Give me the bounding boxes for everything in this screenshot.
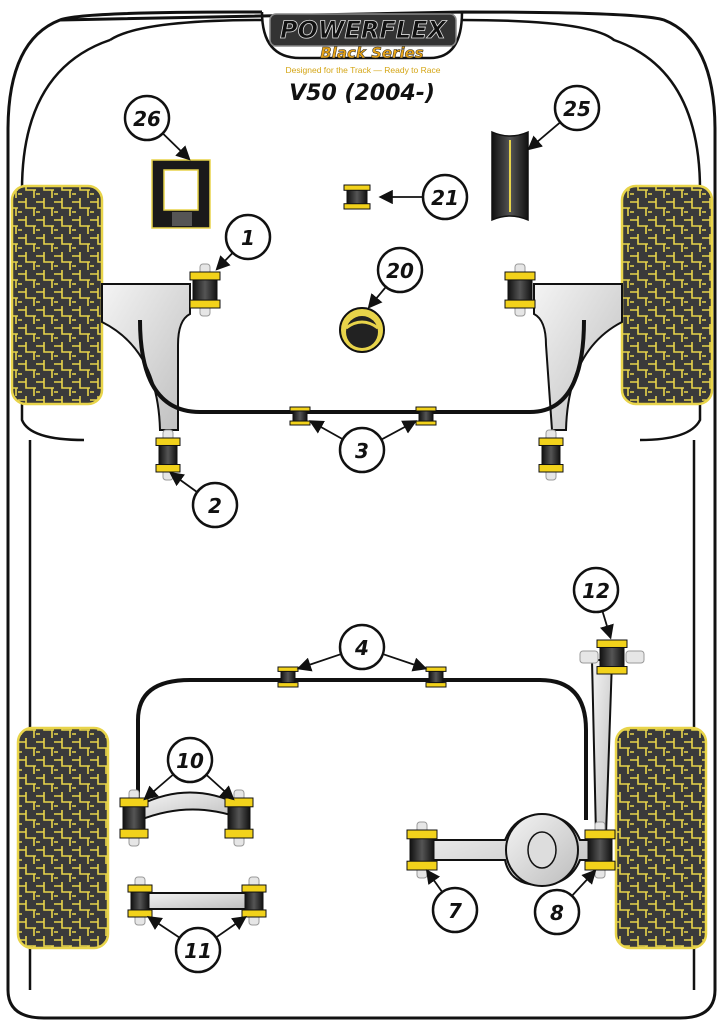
callout-number: 3 bbox=[355, 439, 369, 463]
callout-number: 20 bbox=[386, 259, 414, 283]
callout-12: 12 bbox=[572, 566, 620, 640]
bush-7 bbox=[406, 821, 438, 879]
engine-mount-26 bbox=[151, 159, 211, 229]
engine-mount-25 bbox=[491, 130, 529, 222]
tyre-front-right bbox=[620, 184, 714, 406]
powerflex-logo: POWERFLEX Black Series Designed for the … bbox=[269, 13, 457, 75]
callout-26: 26 bbox=[123, 94, 191, 161]
callout-circle bbox=[533, 888, 581, 936]
svg-text:Designed for the Track — Ready: Designed for the Track — Ready to Race bbox=[286, 65, 441, 75]
callout-21: 21 bbox=[378, 173, 469, 221]
callout-arrow bbox=[527, 121, 561, 151]
callout-4: 4 bbox=[296, 623, 428, 672]
page-title: V50 (2004-) bbox=[289, 81, 435, 106]
callout-circle bbox=[166, 736, 214, 784]
callout-arrow bbox=[308, 420, 344, 441]
callout-circle bbox=[572, 566, 620, 614]
bush-3-left bbox=[289, 406, 311, 426]
callout-number: 21 bbox=[431, 186, 459, 210]
callout-arrow bbox=[296, 653, 342, 672]
bush-12-stud-left bbox=[579, 650, 599, 664]
callout-3: 3 bbox=[308, 420, 418, 474]
bush-11-left bbox=[127, 876, 153, 926]
svg-text:Black Series: Black Series bbox=[320, 44, 423, 62]
callout-circle bbox=[191, 481, 239, 529]
callout-circle bbox=[224, 213, 272, 261]
callout-number: 12 bbox=[582, 579, 610, 603]
bush-2-right bbox=[538, 429, 564, 481]
callout-number: 7 bbox=[448, 899, 462, 923]
bush-12 bbox=[596, 639, 628, 675]
callout-circle bbox=[123, 94, 171, 142]
callout-number: 2 bbox=[208, 494, 222, 518]
callout-20: 20 bbox=[367, 246, 424, 309]
callout-1: 1 bbox=[215, 213, 272, 271]
callout-25: 25 bbox=[527, 84, 601, 151]
callout-arrow bbox=[380, 420, 418, 441]
bush-10-left bbox=[119, 789, 149, 847]
front-anti-roll-bar bbox=[138, 319, 586, 414]
car-body-outline bbox=[6, 10, 717, 1020]
callout-circle bbox=[338, 623, 386, 671]
callout-arrow bbox=[382, 653, 428, 672]
rear-anti-roll-bar bbox=[136, 678, 588, 820]
engine-mount-20 bbox=[339, 307, 385, 353]
bush-4-left bbox=[277, 666, 299, 688]
callout-arrow bbox=[215, 252, 234, 271]
callout-circle bbox=[376, 246, 424, 294]
front-left-wishbone bbox=[101, 283, 191, 431]
callout-number: 26 bbox=[133, 107, 161, 131]
bush-12-stud-right bbox=[625, 650, 645, 664]
callout-circle bbox=[421, 173, 469, 221]
callout-8: 8 bbox=[533, 869, 597, 936]
tyre-rear-right bbox=[614, 726, 708, 950]
bush-4-right bbox=[425, 666, 447, 688]
callout-7: 7 bbox=[425, 869, 479, 934]
callout-arrow bbox=[205, 774, 235, 801]
callout-circle bbox=[174, 926, 222, 974]
bush-1-right bbox=[504, 263, 536, 317]
svg-text:POWERFLEX: POWERFLEX bbox=[280, 16, 447, 44]
callout-arrow bbox=[215, 915, 247, 939]
bush-3-right bbox=[415, 406, 437, 426]
front-right-wishbone bbox=[533, 283, 623, 431]
callout-number: 8 bbox=[550, 901, 564, 925]
callout-arrow bbox=[169, 471, 198, 493]
callout-arrow bbox=[367, 286, 387, 309]
callout-number: 4 bbox=[354, 636, 369, 660]
bush-11-right bbox=[241, 876, 267, 926]
car-inner-outline bbox=[20, 18, 702, 442]
bush-10-right bbox=[224, 789, 254, 847]
hub-bore bbox=[527, 831, 557, 869]
logo-bumper bbox=[260, 11, 464, 60]
callout-circle bbox=[338, 426, 386, 474]
bush-21 bbox=[343, 184, 371, 210]
tyre-rear-left bbox=[16, 726, 110, 950]
rear-tie-bar bbox=[590, 659, 614, 836]
callout-number: 11 bbox=[184, 939, 212, 963]
callout-arrow bbox=[571, 869, 597, 897]
rear-lower-link bbox=[139, 892, 251, 910]
callout-2: 2 bbox=[169, 471, 239, 529]
bush-8 bbox=[584, 821, 616, 879]
callout-arrow bbox=[147, 916, 181, 939]
callout-10: 10 bbox=[143, 736, 235, 801]
callout-number: 10 bbox=[176, 749, 204, 773]
callout-arrow bbox=[162, 132, 191, 161]
callout-number: 1 bbox=[241, 226, 255, 250]
callout-arrow bbox=[425, 869, 443, 893]
callout-arrow bbox=[143, 773, 174, 801]
callout-number: 25 bbox=[563, 97, 591, 121]
bush-2-left bbox=[155, 429, 181, 481]
tyre-front-left bbox=[10, 184, 104, 406]
callout-11: 11 bbox=[147, 915, 247, 974]
callout-circle bbox=[553, 84, 601, 132]
callout-arrow bbox=[599, 610, 614, 640]
callout-circle bbox=[431, 886, 479, 934]
bush-1-left bbox=[189, 263, 221, 317]
